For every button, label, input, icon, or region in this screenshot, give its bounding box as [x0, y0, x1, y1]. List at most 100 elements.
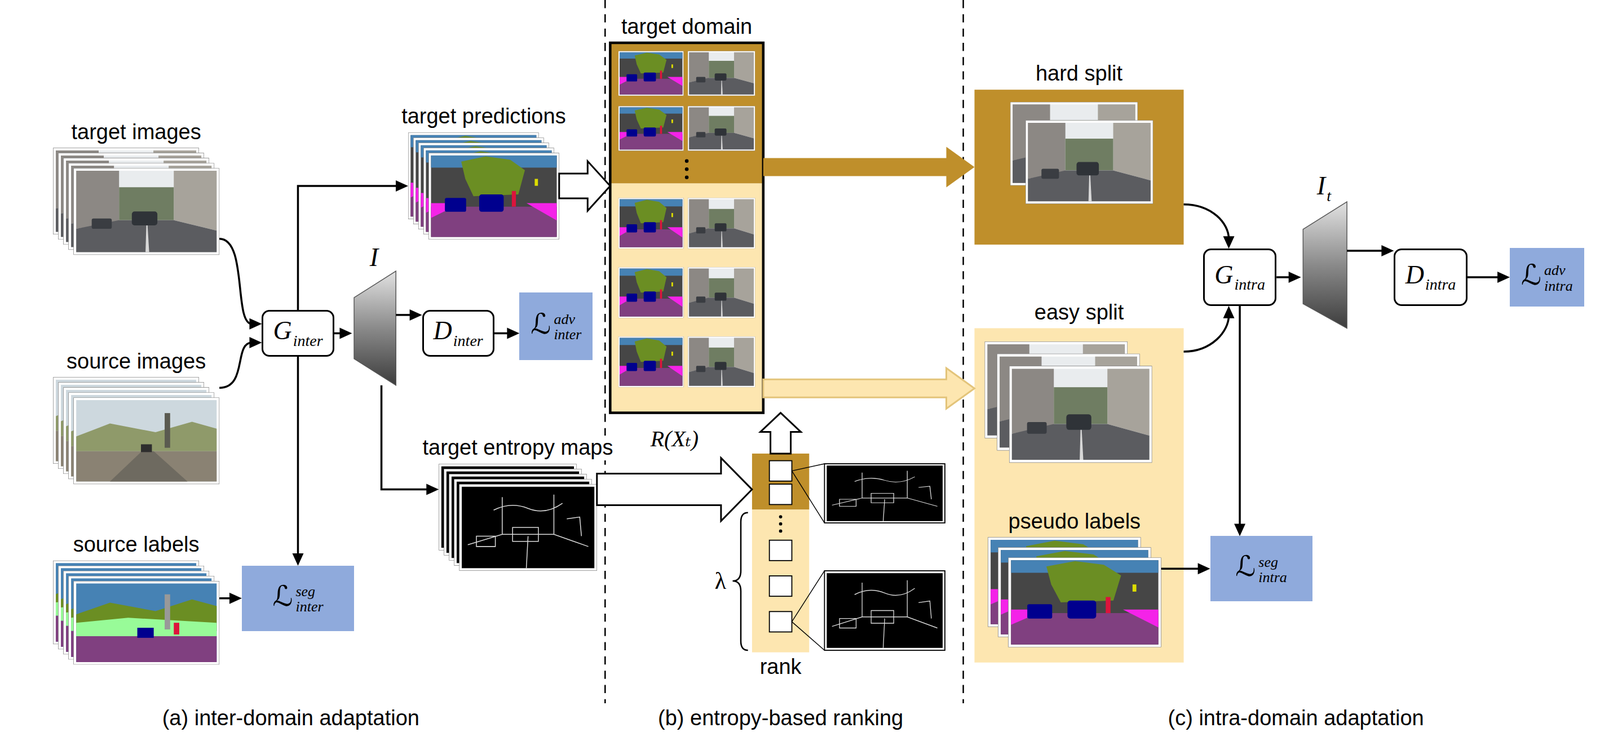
arrow-line — [334, 327, 353, 339]
symbol-main: ℒ — [530, 308, 551, 340]
module-box: Dintra — [1393, 248, 1467, 306]
loss-box: ℒseginter — [241, 566, 355, 632]
script-stack: segintra — [1258, 554, 1288, 586]
arrowhead — [1288, 271, 1302, 284]
edge-label: R(Xₜ) — [648, 426, 701, 452]
node-heading: target entropy maps — [419, 435, 617, 461]
script-stack: seginter — [295, 584, 324, 616]
subscript: intra — [1234, 275, 1265, 294]
block-arrow — [559, 161, 611, 211]
symbol-main: ℒ — [1521, 259, 1542, 291]
arrowhead — [1381, 245, 1394, 257]
target-domain-panel — [687, 105, 755, 152]
arrow-line — [219, 239, 262, 330]
target-domain-panel — [687, 267, 755, 318]
symbol-main: ℒ — [272, 580, 293, 613]
symbol-main: I — [369, 242, 379, 272]
arrow-line — [219, 342, 253, 388]
entropy-thumbnail — [824, 463, 945, 524]
easy-split-panel — [1009, 365, 1152, 463]
node-heading: target domain — [621, 14, 753, 40]
block-arrow — [597, 458, 753, 522]
symbol-main: G — [272, 316, 292, 346]
script-stack: advinter — [553, 311, 582, 343]
hard-split-panel — [974, 89, 1184, 245]
symbol-main: D — [1405, 260, 1425, 290]
target-domain-panel — [610, 42, 763, 414]
arrow-line — [1183, 306, 1235, 352]
arrow-line — [1161, 563, 1211, 575]
target-domain-panel — [684, 175, 689, 180]
block-arrow — [763, 147, 975, 188]
target-domain-panel — [610, 183, 763, 414]
arrow-line — [219, 239, 253, 325]
feature-plane: I — [351, 244, 396, 386]
arrowhead — [292, 553, 304, 567]
superscript: adv — [553, 311, 582, 327]
module-box: Dinter — [422, 310, 495, 357]
image-stack: source images — [52, 377, 220, 485]
brace-symbol: λ — [714, 568, 727, 595]
panel-caption: (a) inter-domain adaptation — [162, 706, 420, 732]
rank-column — [752, 509, 810, 653]
split-panel: hard split — [974, 89, 1184, 245]
arrow-line — [219, 593, 242, 605]
label-stack — [52, 560, 220, 665]
arrowhead — [249, 337, 262, 349]
arrowhead — [229, 593, 242, 605]
symbol-main: G — [1214, 260, 1233, 290]
arrow-line — [1467, 276, 1501, 279]
math-symbol: ℒsegintra — [1235, 552, 1288, 586]
arrowhead — [506, 327, 520, 339]
arrow-line — [1467, 271, 1510, 284]
brace — [732, 513, 749, 651]
arrowhead — [249, 318, 262, 330]
arrow-line — [219, 337, 262, 388]
arrowhead — [1223, 236, 1235, 249]
subscript: inter — [295, 599, 324, 615]
image-stack — [73, 168, 220, 255]
target-domain-panel — [684, 167, 689, 172]
module-box: Ginter — [261, 310, 334, 357]
rank-column — [769, 611, 793, 632]
feature-plane — [354, 271, 396, 386]
entropy-thumbnail — [792, 621, 825, 651]
image-stack — [73, 397, 220, 485]
easy-split-panel — [974, 328, 1184, 663]
arrowhead — [1223, 306, 1235, 319]
rank-column — [779, 529, 783, 533]
arrowhead — [409, 309, 423, 321]
block-arrow — [760, 413, 802, 454]
target-domain-panel — [687, 336, 755, 388]
target-domain-panel — [610, 42, 763, 184]
easy-split-panel — [1008, 557, 1161, 648]
math-symbol: I — [369, 244, 379, 271]
entropy-thumbnail — [824, 463, 945, 524]
arrow-line — [1346, 249, 1385, 253]
feature-plane: It — [1301, 173, 1347, 329]
entropy-thumbnail — [792, 463, 825, 472]
math-symbol: ℒadvintra — [1521, 261, 1573, 294]
panel-caption: (b) entropy-based ranking — [657, 706, 904, 732]
loss-box: ℒadvinter — [519, 292, 593, 360]
entropy-thumbnail — [824, 571, 945, 651]
panel-caption: (c) intra-domain adaptation — [1168, 706, 1425, 732]
image-stack: pseudo labels — [987, 537, 1162, 648]
easy-split-panel — [974, 328, 1184, 663]
image-stack — [52, 147, 220, 255]
loss-box: ℒadvintra — [1509, 248, 1585, 308]
image-stack: target predictions — [408, 132, 560, 240]
rank-column — [752, 453, 810, 653]
feature-plane — [1302, 201, 1347, 329]
split-panel: target domain — [610, 42, 763, 414]
rank-column — [769, 540, 793, 561]
node-heading: target predictions — [401, 104, 567, 130]
arrow-line — [1346, 245, 1394, 257]
subscript: inter — [553, 326, 582, 343]
target-domain-panel — [618, 197, 684, 249]
script-stack: advintra — [1544, 262, 1573, 294]
arrow-line — [395, 309, 422, 321]
module-box: Gintra — [1203, 248, 1277, 306]
